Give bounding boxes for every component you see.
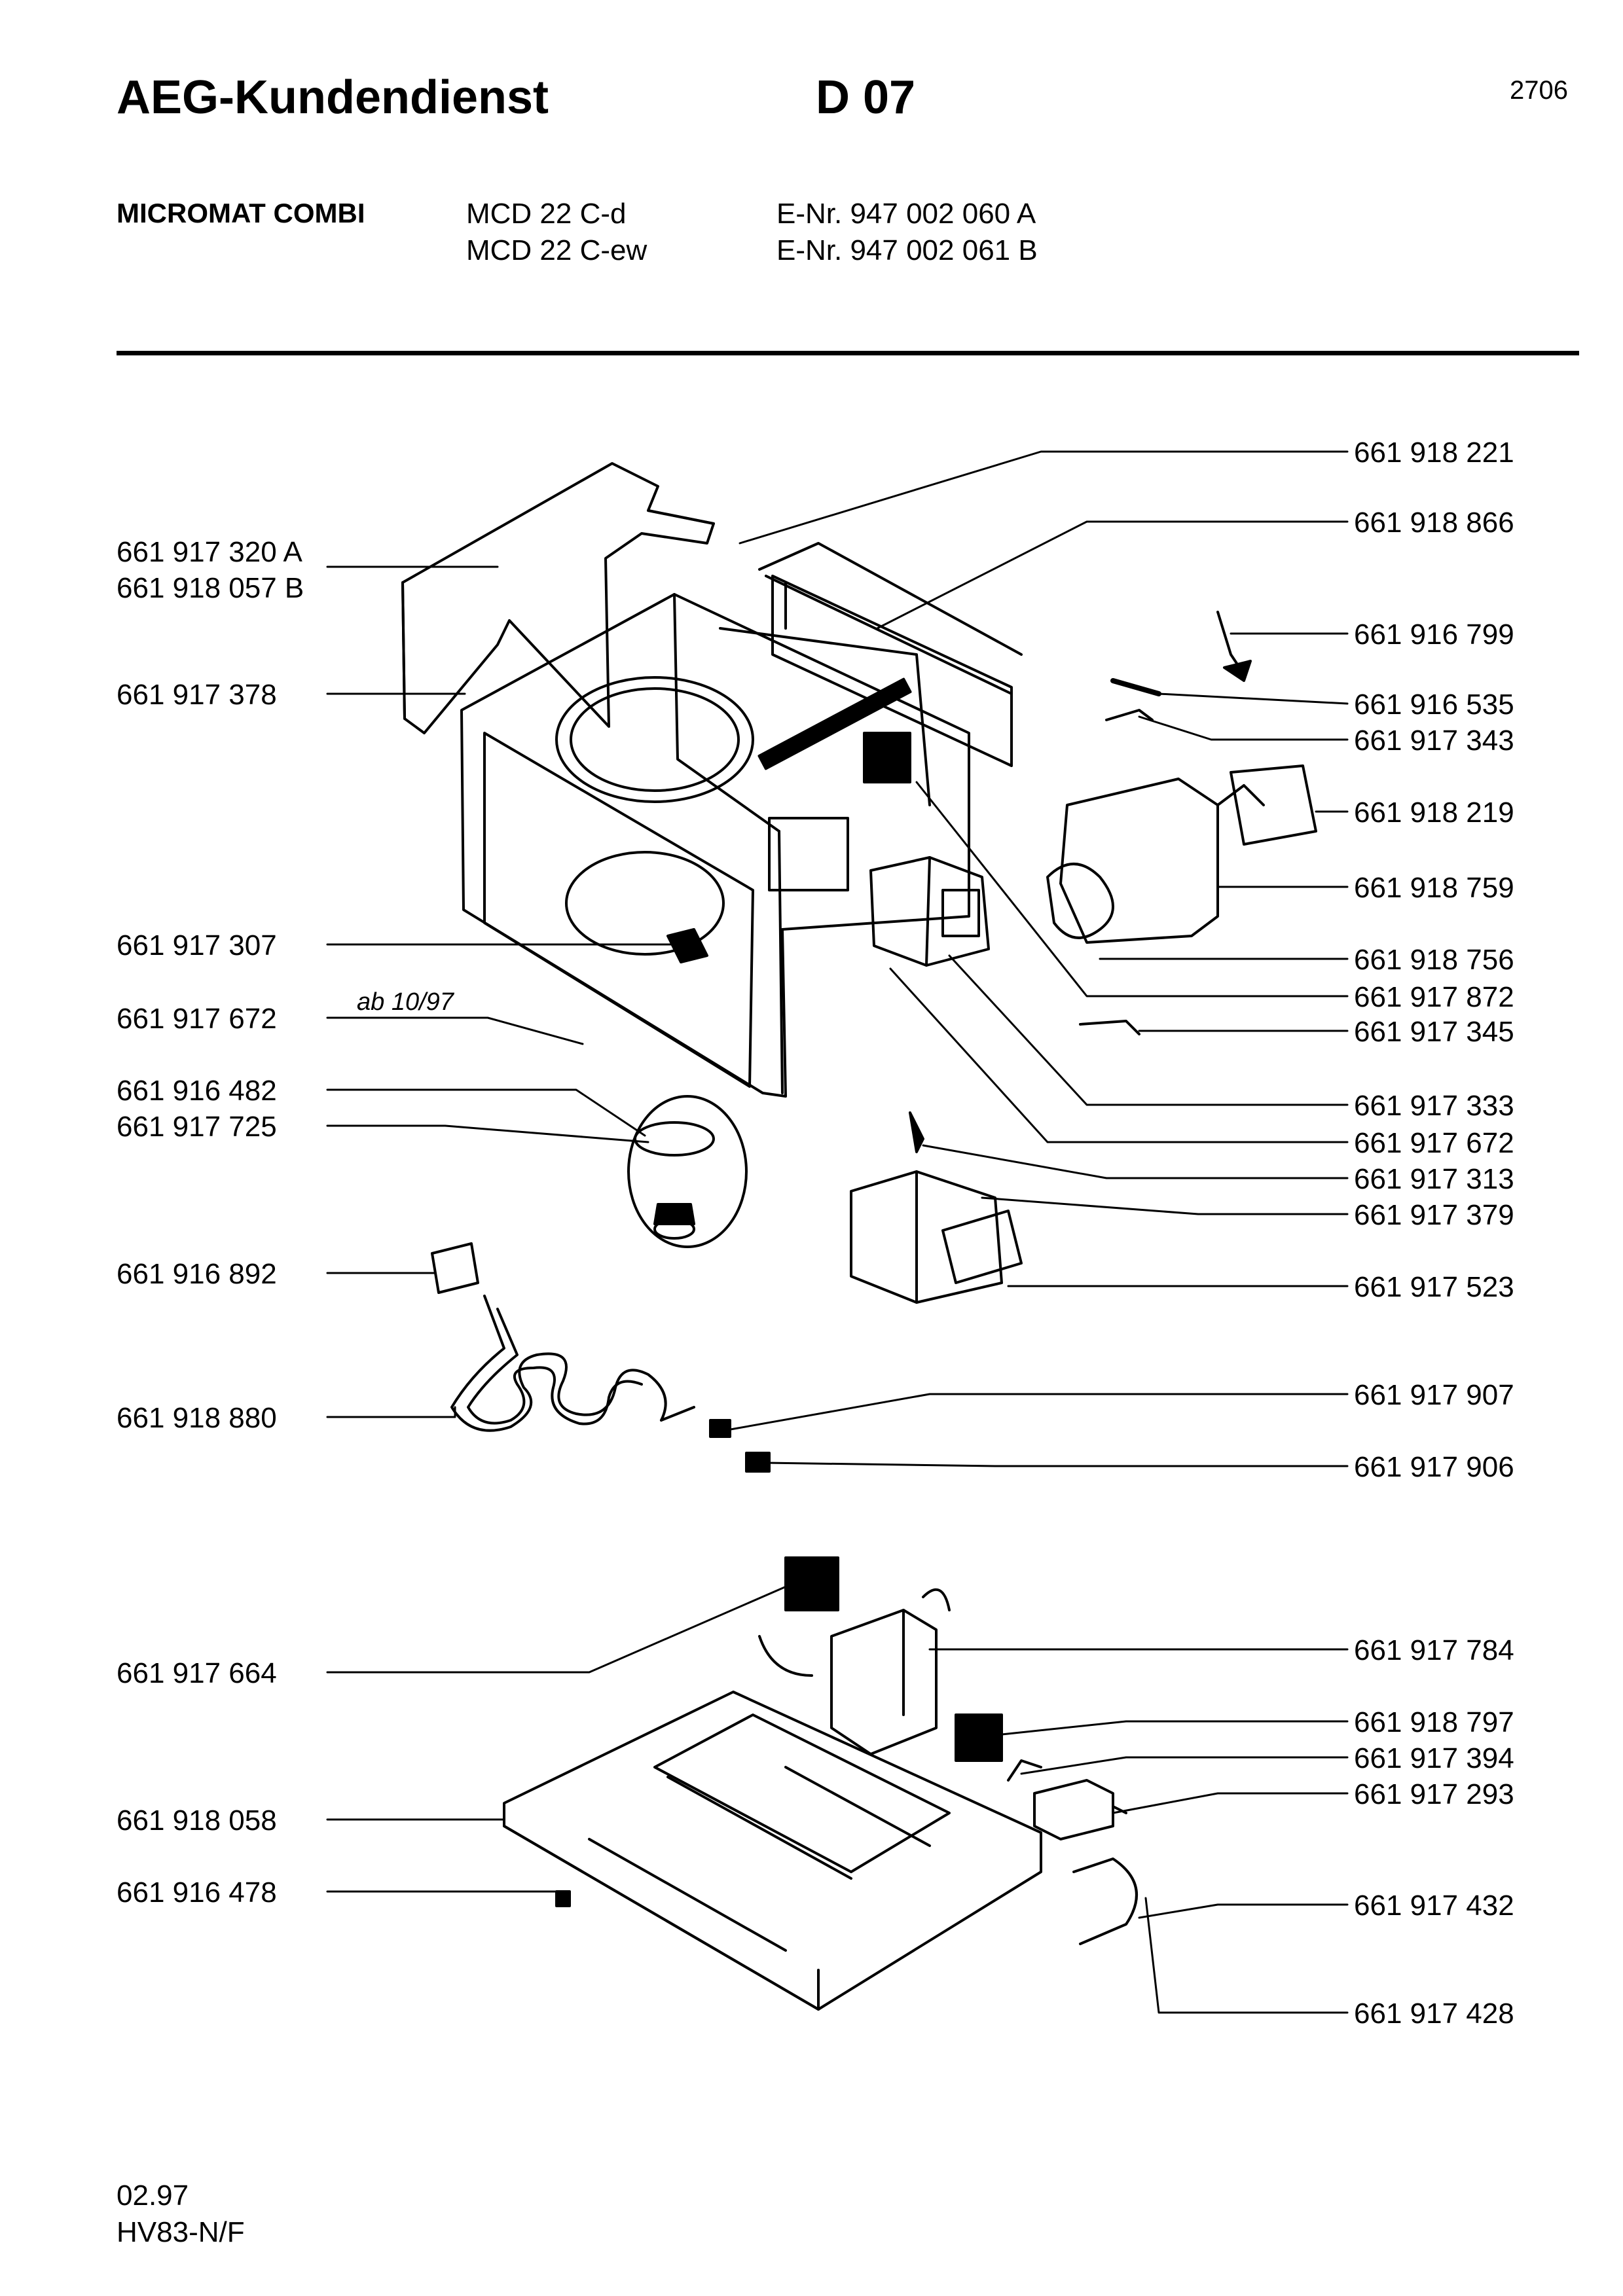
wire-part-2 [758,1635,813,1677]
part-label-left-8: 661 916 892 [117,1258,277,1290]
part-label-right-5: 661 917 343 [1354,725,1514,757]
leader-lines-right [725,450,1349,2014]
part-label-left-7: 661 917 725 [117,1111,277,1143]
part-label-right-12: 661 917 672 [1354,1127,1514,1159]
pin-part [1079,1020,1140,1035]
part-label-right-23: 661 917 428 [1354,1998,1514,2030]
bracket-part [850,1111,1023,1304]
footer-date: 02.97 [117,2179,189,2212]
transformer-part [784,1556,1003,1762]
part-label-right-16: 661 917 907 [1354,1379,1514,1411]
leader-lines-left [326,565,793,1893]
turntable-part [627,1095,748,1248]
foot-part [555,1890,571,1907]
part-label-right-11: 661 917 333 [1354,1090,1514,1122]
model-line: MICROMAT COMBI [117,198,365,228]
magnetron-part [869,856,990,967]
part-label-left-6: 661 916 482 [117,1075,277,1107]
part-label-left-3: 661 917 378 [117,679,277,711]
brand-title: AEG-Kundendienst [117,71,549,124]
header-rule [117,351,1579,355]
outer-cover-part [401,462,715,734]
part-label-right-8: 661 918 756 [1354,944,1514,976]
part-label-right-13: 661 917 313 [1354,1163,1514,1195]
heating-element-part [431,1242,695,1432]
part-label-left-2: 661 918 057 B [117,572,304,604]
part-label-left-4: 661 917 307 [117,929,277,961]
part-label-right-22: 661 917 432 [1354,1890,1514,1922]
part-label-left-11: 661 918 058 [117,1804,277,1837]
part-label-right-19: 661 918 797 [1354,1706,1514,1738]
model-type-2: MCD 22 C-ew [466,234,647,266]
part-label-right-9: 661 917 872 [1354,981,1514,1013]
part-label-right-20: 661 917 394 [1354,1742,1514,1774]
part-label-right-17: 661 917 906 [1354,1451,1514,1483]
model-type-1: MCD 22 C-d [466,198,627,230]
part-label-left-12: 661 916 478 [117,1876,277,1909]
part-label-right-3: 661 916 799 [1354,619,1514,651]
part-label-right-7: 661 918 759 [1354,872,1514,904]
part-label-left-10: 661 917 664 [117,1657,277,1689]
model-enr-1: E-Nr. 947 002 060 A [776,198,1036,230]
part-label-right-4: 661 916 535 [1354,689,1514,721]
model-enr-2: E-Nr. 947 002 061 B [776,234,1038,266]
part-label-right-1: 661 918 221 [1354,437,1514,469]
part-label-right-15: 661 917 523 [1354,1271,1514,1303]
part-label-right-21: 661 917 293 [1354,1778,1514,1810]
fan-motor-part [1046,764,1317,944]
switch-part [1105,709,1154,721]
base-plate-part [503,1691,1042,2011]
note-date: ab 10/97 [357,988,454,1016]
page-number: 2706 [1510,76,1568,105]
part-label-left-9: 661 918 880 [117,1402,277,1434]
doc-code: D 07 [816,71,916,124]
fuse-part [1110,678,1161,696]
part-label-right-2: 661 918 866 [1354,507,1514,539]
rail-part [758,542,1023,891]
plug-part [1223,660,1252,682]
oven-cavity-part [460,575,1013,1098]
part-label-right-6: 661 918 219 [1354,797,1514,829]
part-label-right-10: 661 917 345 [1354,1016,1514,1048]
screw-part [709,1419,731,1438]
wire-part [1072,1857,1138,1945]
part-label-right-14: 661 917 379 [1354,1199,1514,1231]
part-label-left-1: 661 917 320 A [117,536,302,568]
part-label-left-5: 661 917 672 [117,1003,277,1035]
footer-code: HV83-N/F [117,2216,245,2248]
part-label-right-18: 661 917 784 [1354,1634,1514,1666]
